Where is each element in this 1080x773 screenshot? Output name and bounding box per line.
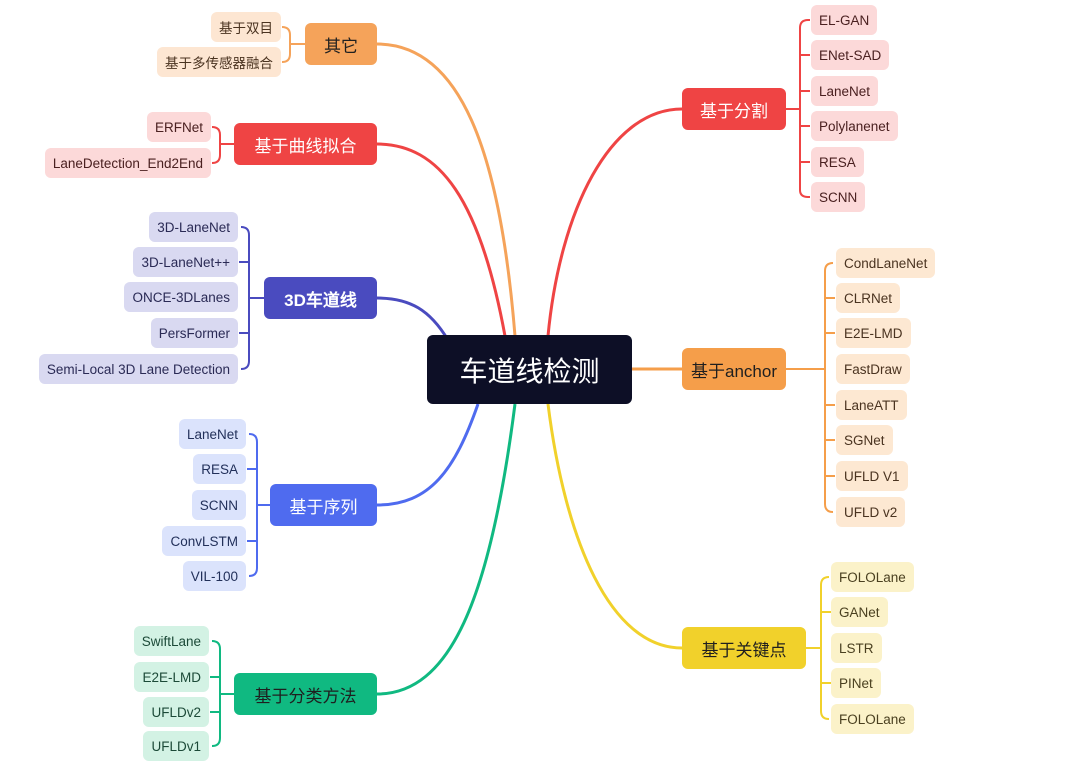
bracket-other [281, 26, 305, 63]
leaf-semi-local-3d-lane[interactable]: Semi-Local 3D Lane Detection [38, 354, 238, 384]
leaf-stereo[interactable]: 基于双目 [211, 12, 281, 42]
root-node[interactable]: 车道线检测 [427, 335, 632, 404]
leaf-3d-lanenet-plus[interactable]: 3D-LaneNet++ [133, 247, 238, 277]
leaf-lstr[interactable]: LSTR [831, 633, 882, 663]
leaf-ufld-v1[interactable]: UFLD V1 [836, 461, 908, 491]
link-root-sequence [376, 403, 480, 507]
link-root-keypoint [546, 403, 683, 650]
leaf-ufldv1[interactable]: UFLDv1 [143, 731, 209, 761]
leaf-el-gan[interactable]: EL-GAN [811, 5, 878, 35]
leaf-seq-resa[interactable]: RESA [193, 454, 246, 484]
bracket-classification [210, 640, 234, 747]
leaf-persformer[interactable]: PersFormer [150, 318, 238, 348]
bracket-3d [239, 226, 264, 370]
bracket-anchor [786, 262, 835, 513]
leaf-scnn[interactable]: SCNN [811, 182, 866, 212]
leaf-seq-scnn[interactable]: SCNN [191, 490, 246, 520]
branch-sequence[interactable]: 基于序列 [270, 484, 377, 526]
leaf-laneatt[interactable]: LaneATT [836, 390, 907, 420]
branch-other[interactable]: 其它 [305, 23, 377, 65]
bracket-keypoint [806, 576, 831, 720]
leaf-condlanenet[interactable]: CondLaneNet [836, 248, 936, 278]
branch-anchor[interactable]: 基于anchor [682, 348, 786, 390]
branch-keypoint[interactable]: 基于关键点 [682, 627, 806, 669]
leaf-multi-sensor-fusion[interactable]: 基于多传感器融合 [157, 47, 281, 77]
leaf-ganet[interactable]: GANet [831, 597, 888, 627]
leaf-ufld-v2[interactable]: UFLD v2 [836, 497, 906, 527]
leaf-e2e-lmd[interactable]: E2E-LMD [836, 318, 911, 348]
bracket-curve [211, 126, 234, 164]
bracket-segmentation [786, 19, 810, 198]
link-root-segmentation [546, 107, 683, 337]
bracket-sequence [247, 433, 270, 577]
branch-curve-fitting[interactable]: 基于曲线拟合 [234, 123, 377, 165]
leaf-cls-e2e-lmd[interactable]: E2E-LMD [134, 662, 209, 692]
link-root-other [376, 42, 517, 337]
leaf-lanedetection-end2end[interactable]: LaneDetection_End2End [44, 148, 211, 178]
leaf-polylanenet[interactable]: Polylanenet [811, 111, 898, 141]
leaf-seq-lanenet[interactable]: LaneNet [178, 419, 246, 449]
leaf-swiftlane[interactable]: SwiftLane [133, 626, 209, 656]
leaf-fastdraw[interactable]: FastDraw [836, 354, 910, 384]
leaf-seq-vil-100[interactable]: VIL-100 [182, 561, 246, 591]
leaf-seq-convlstm[interactable]: ConvLSTM [162, 526, 246, 556]
leaf-once-3dlanes[interactable]: ONCE-3DLanes [124, 282, 238, 312]
leaf-lanenet[interactable]: LaneNet [811, 76, 879, 106]
branch-segmentation[interactable]: 基于分割 [682, 88, 786, 130]
leaf-clrnet[interactable]: CLRNet [836, 283, 901, 313]
link-root-3d [376, 296, 450, 341]
leaf-sgnet[interactable]: SGNet [836, 425, 893, 455]
branch-3d-lane[interactable]: 3D车道线 [264, 277, 377, 319]
leaf-erfnet[interactable]: ERFNet [146, 112, 211, 142]
leaf-fololane[interactable]: FOLOLane [831, 562, 914, 592]
leaf-enet-sad[interactable]: ENet-SAD [811, 40, 890, 70]
leaf-ufldv2[interactable]: UFLDv2 [143, 697, 209, 727]
leaf-3d-lanenet[interactable]: 3D-LaneNet [149, 212, 238, 242]
leaf-fololane-2[interactable]: FOLOLane [831, 704, 914, 734]
link-root-curve [376, 142, 507, 337]
leaf-pinet[interactable]: PINet [831, 668, 881, 698]
branch-classification[interactable]: 基于分类方法 [234, 673, 377, 715]
leaf-resa[interactable]: RESA [811, 147, 864, 177]
link-root-classification [376, 403, 517, 696]
